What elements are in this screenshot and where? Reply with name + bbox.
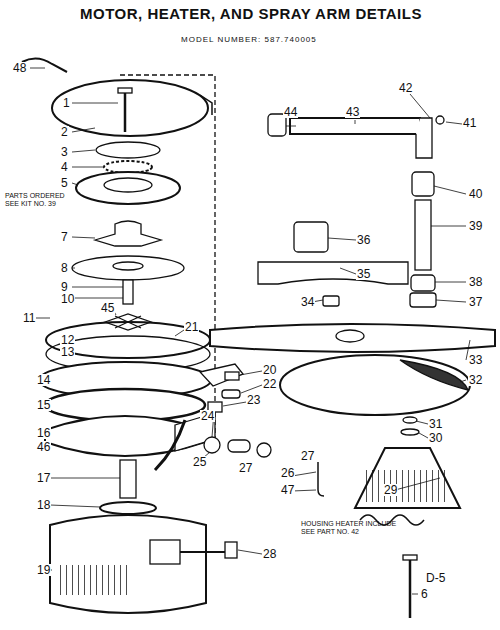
leader-lines xyxy=(30,68,470,594)
callout-number: 19 xyxy=(36,564,51,576)
callout-number: 3 xyxy=(60,146,69,158)
note-text: PARTS ORDERED SEE KIT NO. 39 xyxy=(4,192,76,207)
callout-number: 24 xyxy=(200,410,215,422)
callout-number: 8 xyxy=(60,262,69,274)
callout-number: 40 xyxy=(468,188,483,200)
callout-number: 32 xyxy=(468,374,483,386)
callout-number: 47 xyxy=(280,484,295,496)
model-number: MODEL NUMBER: 587.740005 xyxy=(180,36,318,44)
callout-number: 28 xyxy=(262,548,277,560)
callout-number: 20 xyxy=(262,364,277,376)
callout-number: 37 xyxy=(468,296,483,308)
callout-number: 39 xyxy=(468,220,483,232)
callout-number: 31 xyxy=(428,418,443,430)
callout-number: 15 xyxy=(36,399,51,411)
callout-number: 16 xyxy=(36,427,51,439)
callout-number: 26 xyxy=(280,467,295,479)
callout-number: 45 xyxy=(100,302,115,314)
callout-number: 22 xyxy=(262,378,277,390)
callout-number: 9 xyxy=(60,281,69,293)
callout-number: 42 xyxy=(398,82,413,94)
disc xyxy=(96,142,160,158)
callout-number: 27 xyxy=(300,450,315,462)
callout-number: 25 xyxy=(192,456,207,468)
callout-number: 35 xyxy=(356,268,371,280)
callout-number: 10 xyxy=(60,293,75,305)
callout-number: 38 xyxy=(468,276,483,288)
callout-number: 48 xyxy=(12,62,27,74)
callout-number: 12 xyxy=(60,334,75,346)
callout-number: 43 xyxy=(345,106,360,118)
callout-number: 4 xyxy=(60,161,69,173)
callout-number: 33 xyxy=(468,354,483,366)
diagram-title: MOTOR, HEATER, AND SPRAY ARM DETAILS xyxy=(0,6,500,21)
callout-number: 41 xyxy=(462,117,477,129)
wire-lead xyxy=(22,58,67,72)
callout-number: 23 xyxy=(246,394,261,406)
callout-number: 18 xyxy=(36,499,51,511)
callout-number: 21 xyxy=(184,321,199,333)
callout-number: 46 xyxy=(36,441,51,453)
callout-number: 29 xyxy=(383,484,398,496)
callout-number: 6 xyxy=(420,588,429,600)
callout-number: 27 xyxy=(238,462,253,474)
callout-number: 1 xyxy=(62,97,71,109)
callout-number: 11 xyxy=(22,312,36,324)
callout-number: 44 xyxy=(283,106,298,118)
callout-number: 17 xyxy=(36,472,51,484)
callout-number: 5 xyxy=(60,177,69,189)
callout-number: 2 xyxy=(60,126,69,138)
callout-number: D-5 xyxy=(425,572,446,584)
note-text: HOUSING HEATER INCLUDE SEE PART NO. 42 xyxy=(300,520,412,535)
callout-number: 7 xyxy=(60,231,69,243)
callout-number: 13 xyxy=(60,346,75,358)
screw xyxy=(124,92,127,132)
callout-number: 14 xyxy=(36,374,51,386)
callout-number: 34 xyxy=(300,296,315,308)
callout-number: 30 xyxy=(428,432,443,444)
heater-ring xyxy=(52,80,208,136)
callout-number: 36 xyxy=(356,234,371,246)
